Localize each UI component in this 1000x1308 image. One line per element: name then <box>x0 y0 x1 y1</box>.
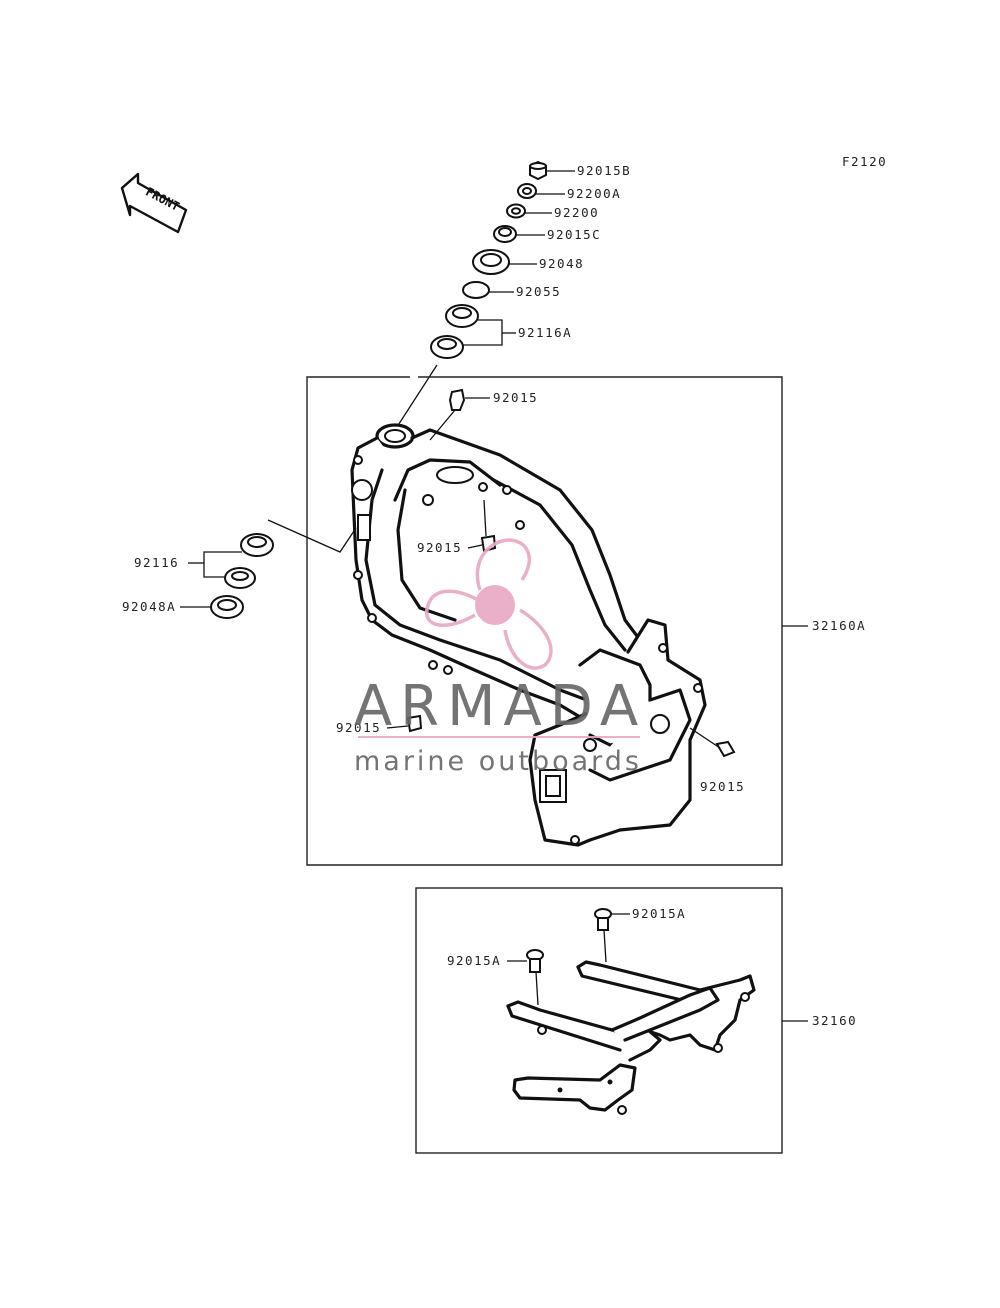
diagram-code: F2120 <box>842 154 887 169</box>
watermark-brand: ARMADA <box>354 674 646 739</box>
propeller-logo-icon <box>424 538 553 670</box>
label-92116A: 92116A <box>518 325 572 340</box>
leader-line <box>394 364 438 431</box>
label-92200A: 92200A <box>567 186 621 201</box>
bolt-92015A-left-icon <box>507 949 544 1006</box>
watermark: ARMADA marine outboards <box>354 538 646 777</box>
front-arrow-icon: FRONT <box>120 172 188 234</box>
bolt-92015-right-icon <box>689 727 736 758</box>
label-32160A: 32160A <box>812 618 866 633</box>
main-frame-icon <box>350 423 707 847</box>
label-92055: 92055 <box>516 284 561 299</box>
subframe-icon <box>506 960 756 1115</box>
part-92116-bearing-icon <box>188 519 357 589</box>
bolt-92015A-right-icon <box>594 908 630 963</box>
frame-assembly-box <box>306 376 783 866</box>
label-92048: 92048 <box>539 256 584 271</box>
label-92015C: 92015C <box>547 227 601 242</box>
watermark-tagline: marine outboards <box>354 746 642 777</box>
label-92015-low: 92015 <box>336 720 381 735</box>
label-92015A-left: 92015A <box>447 953 501 968</box>
label-92015B: 92015B <box>577 163 631 178</box>
part-92015C-nut-icon <box>493 225 545 243</box>
label-92015A-right: 92015A <box>632 906 686 921</box>
bolt-92015-low-icon <box>386 714 423 733</box>
part-92048-seal-icon <box>472 249 537 275</box>
label-92116: 92116 <box>134 555 179 570</box>
part-92200-washer-icon <box>506 203 552 219</box>
label-92015-top: 92015 <box>493 390 538 405</box>
label-92200: 92200 <box>554 205 599 220</box>
label-92015-right: 92015 <box>700 779 745 794</box>
part-92116A-bearing-icon <box>430 304 516 359</box>
part-92200A-washer-icon <box>517 183 565 199</box>
part-92015B-nut-icon <box>529 160 575 181</box>
label-92015-mid: 92015 <box>417 540 462 555</box>
label-32160: 32160 <box>812 1013 857 1028</box>
bolt-92015-top-icon <box>429 388 490 441</box>
part-92055-o-ring-icon <box>462 281 514 299</box>
label-92048A: 92048A <box>122 599 176 614</box>
part-92048A-seal-icon <box>180 595 244 619</box>
